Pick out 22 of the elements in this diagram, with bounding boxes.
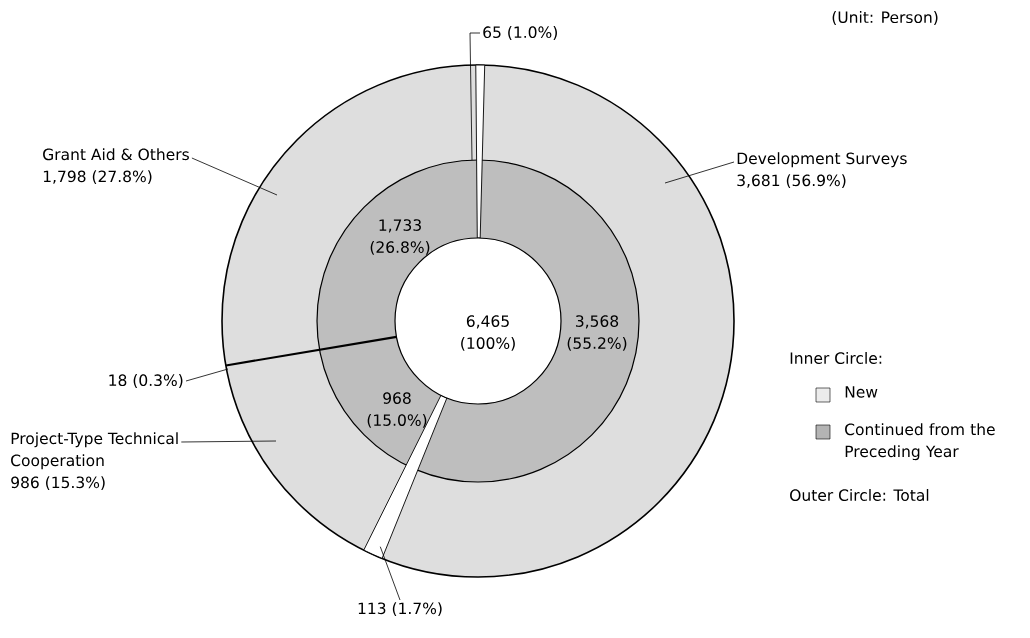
leader-line xyxy=(469,32,481,161)
leader-line xyxy=(185,368,229,382)
callout-label: 113 (1.7%) xyxy=(358,602,442,616)
leader-line xyxy=(191,157,278,196)
callout-label: 18 (0.3%) xyxy=(109,374,183,388)
callout-label: 65 (1.0%) xyxy=(483,26,557,40)
segment-value: 3,568 (55.2%) xyxy=(567,315,627,351)
center-total: 6,465 (100%) xyxy=(461,315,515,351)
segment-band xyxy=(363,394,448,559)
legend-label: New xyxy=(845,386,878,398)
segment-value: 968 (15.0%) xyxy=(367,392,427,428)
legend-heading: Outer Circle: Total xyxy=(790,489,929,501)
callout-label: Project-Type Technical Cooperation 986 (15.3%) xyxy=(11,432,178,490)
center-label-unit: (Unit: Person) xyxy=(832,11,938,25)
callout-label: Grant Aid & Others 1,798 (27.8%) xyxy=(43,148,189,184)
legend-heading: Inner Circle: xyxy=(790,352,882,364)
leader-line xyxy=(379,546,401,601)
legend-label: Continued from the Preceding Year xyxy=(845,423,995,461)
segment-value: 1,733 (26.8%) xyxy=(370,219,430,255)
callout-label: Development Surveys 3,681 (56.9%) xyxy=(737,152,907,188)
leader-line xyxy=(664,161,735,184)
leader-line xyxy=(180,440,277,443)
